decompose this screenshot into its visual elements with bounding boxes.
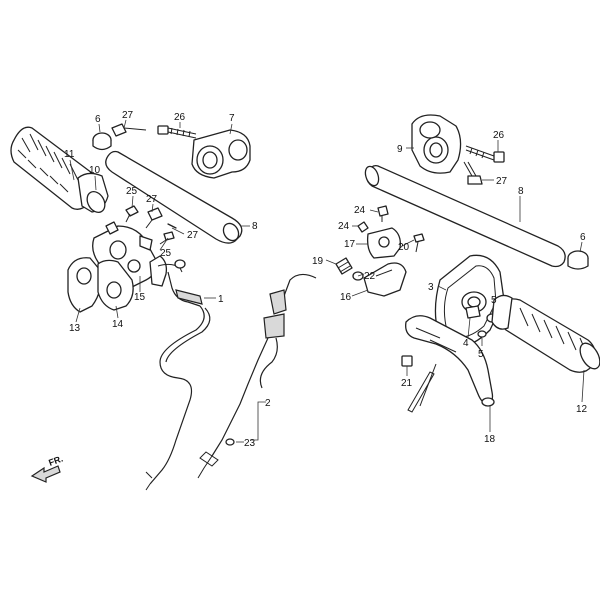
- callout-5: 5: [478, 349, 484, 360]
- callout-labels: 6 27 26 7 11 10 25 27 27 25 8 15 13 14 1…: [64, 110, 588, 449]
- adjuster-19: [335, 257, 353, 275]
- callout-14: 14: [112, 319, 124, 330]
- front-brake-lever-18: [405, 315, 495, 407]
- callout-25: 25: [126, 186, 138, 197]
- callout-27: 27: [496, 176, 508, 187]
- callout-26: 26: [174, 112, 186, 123]
- callout-25: 25: [160, 248, 172, 259]
- clutch-clamp-13: [67, 257, 102, 313]
- callout-10: 10: [89, 165, 101, 176]
- callout-26: 26: [493, 130, 505, 141]
- left-grip: [10, 126, 109, 213]
- callout-27: 27: [122, 110, 134, 121]
- right-bar-end-plug: [567, 250, 589, 270]
- screw-24-upper: [377, 205, 389, 222]
- throttle-housing-16: [363, 262, 407, 297]
- callout-4: 4: [463, 338, 469, 349]
- brake-lever-cable-guide: [407, 363, 437, 413]
- left-bolt-27-low: [167, 223, 177, 229]
- callout-15: 15: [134, 292, 146, 303]
- left-bolt-27-mid: [145, 207, 163, 229]
- left-handlebar-pipe: [105, 150, 243, 244]
- clutch-switch-15: [149, 255, 186, 287]
- callout-13: 13: [69, 323, 81, 334]
- callout-9: 9: [397, 144, 403, 155]
- callout-7: 7: [229, 113, 235, 124]
- right-handlebar-pipe: [364, 164, 566, 268]
- callout-8: 8: [252, 221, 258, 232]
- brake-lever-holder-3: [434, 254, 505, 348]
- front-direction-arrow: FR.: [30, 454, 64, 483]
- screw-24-lower: [357, 221, 369, 233]
- left-handlebar-holder: [191, 129, 251, 179]
- callout-6: 6: [580, 232, 586, 243]
- callout-23: 23: [244, 438, 256, 449]
- callout-17: 17: [344, 239, 356, 250]
- callout-1: 1: [218, 294, 224, 305]
- throttle-cable-assembly: [197, 273, 317, 479]
- callout-8: 8: [518, 186, 524, 197]
- callout-3: 3: [428, 282, 434, 293]
- right-handlebar-holder: [411, 114, 462, 174]
- callout-19: 19: [312, 256, 324, 267]
- callout-2: 2: [265, 398, 271, 409]
- bolt-20: [413, 233, 425, 253]
- callout-6: 6: [95, 114, 101, 125]
- leader-lines: [69, 119, 585, 443]
- callout-16: 16: [340, 292, 352, 303]
- left-bar-end-plug: [92, 132, 112, 151]
- callout-5: 5: [491, 295, 497, 306]
- callout-12: 12: [576, 404, 588, 415]
- left-bolt-27-top: [111, 123, 147, 137]
- right-bolt-27: [463, 161, 483, 185]
- left-screw-25: [125, 205, 139, 223]
- callout-20: 20: [398, 242, 410, 253]
- callout-21: 21: [401, 378, 413, 389]
- washer-5-lower: [477, 330, 487, 338]
- fr-label: FR.: [47, 454, 64, 468]
- left-bolt-26: [157, 125, 197, 139]
- brake-switch-17: [366, 227, 401, 259]
- callout-27: 27: [187, 230, 199, 241]
- callout-18: 18: [484, 434, 496, 445]
- callout-27: 27: [146, 194, 158, 205]
- right-throttle-grip: [491, 294, 600, 373]
- clutch-cable: [145, 271, 211, 491]
- nut-21: [401, 355, 413, 367]
- cable-end-23: [225, 438, 235, 446]
- callout-22: 22: [364, 271, 376, 282]
- pivot-bolt-4: [465, 305, 481, 319]
- clutch-bracket-14: [97, 259, 134, 311]
- callout-24: 24: [354, 205, 366, 216]
- callout-24: 24: [338, 221, 350, 232]
- left-screw-25-lower: [159, 231, 175, 245]
- right-bolt-26: [465, 145, 505, 163]
- callout-11: 11: [64, 149, 75, 160]
